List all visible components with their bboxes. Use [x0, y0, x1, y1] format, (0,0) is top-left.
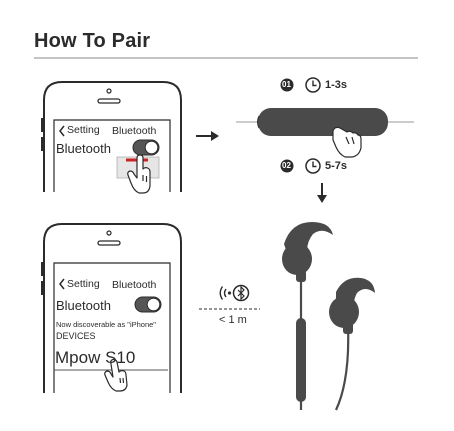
bluetooth-toggle-top[interactable]	[133, 140, 159, 155]
control-box	[258, 108, 388, 136]
arrow-right-icon	[196, 131, 219, 141]
bluetooth-icon	[234, 286, 249, 301]
clock-icon	[306, 159, 320, 173]
bluetooth-row-label-top: Bluetooth	[56, 141, 111, 156]
distance-label: < 1 m	[219, 314, 247, 326]
left-earbud	[282, 222, 333, 282]
screen-header-bottom: Bluetooth	[112, 279, 156, 291]
step-02-number: 02	[282, 161, 291, 170]
right-earbud	[329, 278, 375, 334]
device-list-item-mpow-s10[interactable]: Mpow S10	[55, 348, 135, 368]
arrow-down-icon	[317, 183, 327, 203]
clock-icon	[306, 78, 320, 92]
discoverable-text: Now discoverable as "iPhone"	[56, 320, 156, 329]
wireless-signal-icon	[220, 287, 231, 300]
back-setting-link-top[interactable]: Setting	[67, 124, 100, 136]
bluetooth-toggle-bottom[interactable]	[135, 297, 161, 312]
bluetooth-row-label-bottom: Bluetooth	[56, 298, 111, 313]
earphones	[282, 222, 375, 410]
step-01-duration: 1-3s	[325, 79, 347, 91]
step-01-number: 01	[282, 80, 291, 89]
inline-remote	[296, 318, 306, 402]
phone-top	[42, 82, 181, 193]
screen-header-top: Bluetooth	[112, 125, 156, 137]
step-02-duration: 5-7s	[325, 160, 347, 172]
back-setting-link-bottom[interactable]: Setting	[67, 278, 100, 290]
devices-label: DEVICES	[56, 331, 96, 341]
